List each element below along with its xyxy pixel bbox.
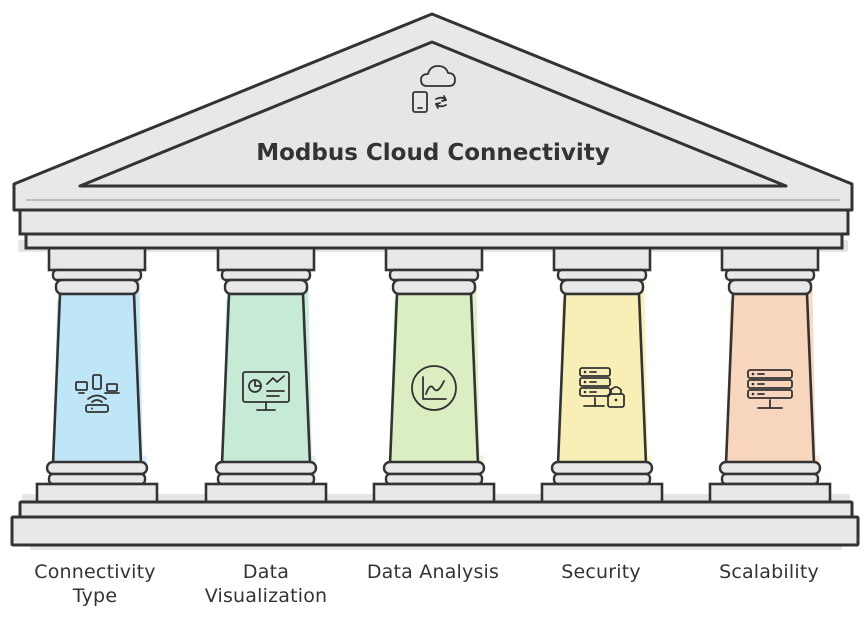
pillar-label-scalability: Scalability <box>694 560 844 584</box>
label-line: Connectivity <box>34 561 156 583</box>
temple-roof <box>12 12 854 212</box>
server-stack-icon <box>747 369 793 409</box>
server-lock-icon <box>579 367 625 408</box>
pillar-base-ring <box>45 460 149 476</box>
monitor-chart-icon <box>242 371 290 411</box>
pillar-capital-ring <box>724 268 816 282</box>
pillar-capital-ring <box>559 278 645 296</box>
label-line: Scalability <box>719 561 819 583</box>
temple-entablature <box>18 208 850 250</box>
pillar-capital-ring <box>54 278 140 296</box>
pillar-capital-ring <box>51 268 143 282</box>
pillar-capital-ring <box>556 268 648 282</box>
circle-line-chart-icon <box>411 365 457 411</box>
pillar-base-ring <box>550 460 654 476</box>
pillar-label-connectivity-type: Connectivity Type <box>20 560 170 608</box>
temple-title: Modbus Cloud Connectivity <box>256 140 610 166</box>
pillar-base-ring <box>214 460 318 476</box>
pillar-label-data-visualization: Data Visualization <box>191 560 341 608</box>
pillar-capital-ring <box>727 278 813 296</box>
pillar-capital-ring <box>223 278 309 296</box>
pillar-capital-ring <box>220 268 312 282</box>
pillar-capital <box>216 246 316 272</box>
pillar-capital-ring <box>388 268 480 282</box>
pillar-capital <box>384 246 484 272</box>
pillar-capital-ring <box>391 278 477 296</box>
pillar-5 <box>708 246 832 508</box>
pillar-shaft <box>388 292 480 466</box>
pillar-2 <box>204 246 328 508</box>
label-line: Security <box>561 561 641 583</box>
pillar-label-data-analysis: Data Analysis <box>358 560 508 584</box>
pillar-4 <box>540 246 664 508</box>
pillar-shaft <box>724 292 816 466</box>
pillar-1 <box>35 246 159 508</box>
pillars-layer <box>35 246 832 508</box>
pillar-shaft <box>51 292 143 466</box>
label-line: Data <box>242 561 290 583</box>
temple-base <box>10 500 860 547</box>
pillar-capital <box>47 246 147 272</box>
pillar-base-ring <box>384 472 484 486</box>
pillar-3 <box>372 246 496 508</box>
pillar-capital <box>552 246 652 272</box>
connected-devices-router-icon <box>75 374 120 413</box>
pillar-shaft <box>556 292 648 466</box>
pillar-base-ring <box>718 460 822 476</box>
pillar-base-ring <box>216 472 316 486</box>
label-line: Type <box>72 585 118 607</box>
pillar-base-ring <box>552 472 652 486</box>
pillar-capital <box>720 246 820 272</box>
label-line: Data Analysis <box>366 561 500 583</box>
label-line: Visualization <box>204 585 328 607</box>
cloud-device-sync-icon <box>412 65 456 113</box>
pillar-base-ring <box>47 472 147 486</box>
pillar-label-security: Security <box>526 560 676 584</box>
pillar-base-ring <box>382 460 486 476</box>
pillar-shaft <box>220 292 312 466</box>
pillar-base-ring <box>720 472 820 486</box>
